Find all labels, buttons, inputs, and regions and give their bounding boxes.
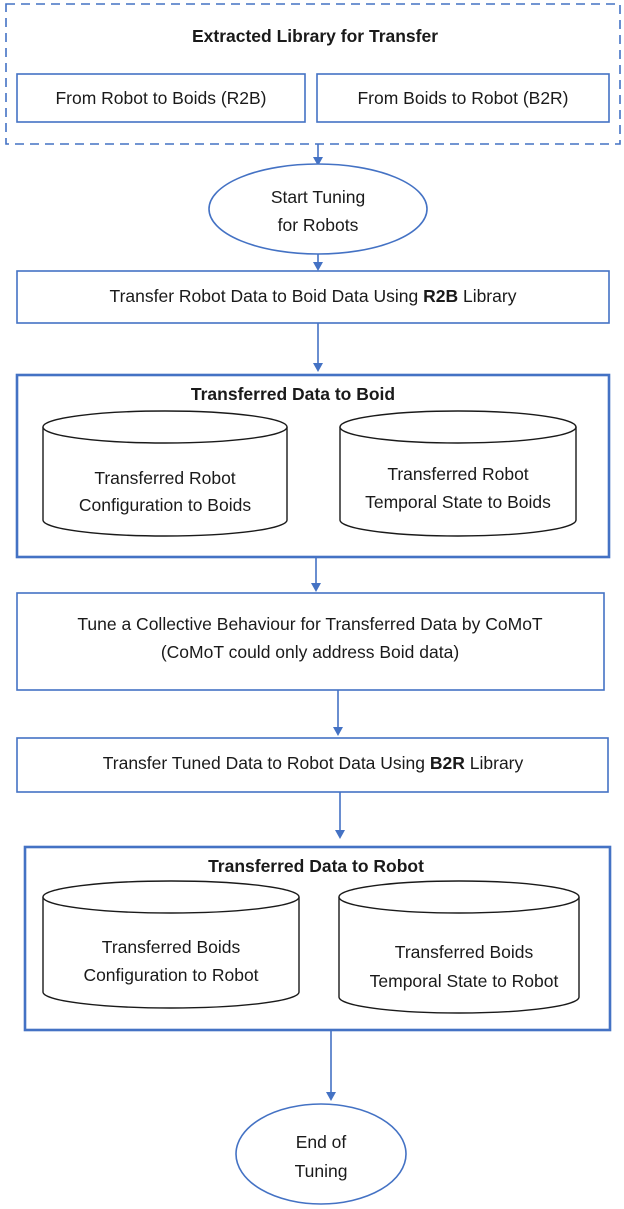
- start-ellipse: [208, 163, 428, 255]
- cyl-boids-temporal-line2: Temporal State to Robot: [370, 971, 559, 991]
- step-transfer-r2b-text: Transfer Robot Data to Boid Data Using R…: [110, 286, 517, 306]
- start-label-line2: for Robots: [278, 215, 359, 235]
- cyl-robot-config-line2: Configuration to Boids: [79, 495, 251, 515]
- cyl-boids-config-line2: Configuration to Robot: [83, 965, 258, 985]
- step-transfer-b2r-box: [16, 737, 609, 793]
- step-transfer-b2r: Transfer Tuned Data to Robot Data Using …: [16, 737, 609, 793]
- arrow-robot-group-to-end: [326, 1030, 336, 1101]
- end-node: End of Tuning: [235, 1103, 407, 1205]
- step-transfer-b2r-text-after: Library: [465, 753, 524, 773]
- step-transfer-r2b: Transfer Robot Data to Boid Data Using R…: [16, 270, 610, 324]
- step-tune-box: [16, 592, 605, 691]
- step-transfer-b2r-text-before: Transfer Tuned Data to Robot Data Using: [103, 753, 430, 773]
- end-ellipse: [235, 1103, 407, 1205]
- start-node: Start Tuning for Robots: [208, 163, 428, 255]
- arrow-b2r-step-to-robot-group: [335, 792, 345, 839]
- step-transfer-r2b-box: [16, 270, 610, 324]
- step-transfer-r2b-text-before: Transfer Robot Data to Boid Data Using: [110, 286, 424, 306]
- step-tune-line1: Tune a Collective Behaviour for Transfer…: [77, 614, 543, 634]
- end-label-line2: Tuning: [295, 1161, 348, 1181]
- cyl-boids-config-line1: Transferred Boids: [102, 937, 241, 957]
- arrow-library-to-start: [313, 144, 323, 166]
- arrow-tune-to-b2r-step: [333, 690, 343, 736]
- step-transfer-b2r-text-bold: B2R: [430, 753, 465, 773]
- cyl-boids-temporal-line1: Transferred Boids: [395, 942, 534, 962]
- start-label-line1: Start Tuning: [271, 187, 365, 207]
- library-group-title: Extracted Library for Transfer: [192, 26, 438, 46]
- step-transfer-b2r-text: Transfer Tuned Data to Robot Data Using …: [103, 753, 524, 773]
- step-transfer-r2b-text-after: Library: [458, 286, 517, 306]
- cyl-robot-temporal-line2: Temporal State to Boids: [365, 492, 551, 512]
- step-tune-line2: (CoMoT could only address Boid data): [161, 642, 459, 662]
- arrow-start-to-r2b-step: [313, 254, 323, 271]
- library-group: Extracted Library for Transfer From Robo…: [5, 3, 621, 145]
- group-to-boid-title: Transferred Data to Boid: [191, 384, 395, 404]
- group-to-boid: Transferred Data to Boid Transferred Rob…: [15, 373, 611, 559]
- b2r-library-label: From Boids to Robot (B2R): [357, 88, 568, 108]
- cylinder-robot-temporal-state: Transferred Robot Temporal State to Boid…: [339, 410, 577, 537]
- cylinder-boids-configuration: Transferred Boids Configuration to Robot: [42, 880, 300, 1009]
- cyl-robot-temporal-line1: Transferred Robot: [387, 464, 528, 484]
- step-tune: Tune a Collective Behaviour for Transfer…: [16, 592, 605, 691]
- group-to-robot-title: Transferred Data to Robot: [208, 856, 424, 876]
- end-label-line1: End of: [296, 1132, 347, 1152]
- arrow-boid-group-to-tune: [311, 557, 321, 592]
- step-transfer-r2b-text-bold: R2B: [423, 286, 458, 306]
- r2b-library-label: From Robot to Boids (R2B): [55, 88, 266, 108]
- arrow-r2b-step-to-boid-group: [313, 323, 323, 372]
- r2b-library-box: [16, 73, 306, 123]
- cylinder-boids-temporal-state: Transferred Boids Temporal State to Robo…: [338, 880, 580, 1014]
- cyl-robot-config-line1: Transferred Robot: [94, 468, 235, 488]
- b2r-library-box: [316, 73, 610, 123]
- group-to-robot: Transferred Data to Robot Transferred Bo…: [23, 845, 612, 1032]
- cylinder-robot-configuration: Transferred Robot Configuration to Boids: [42, 410, 288, 537]
